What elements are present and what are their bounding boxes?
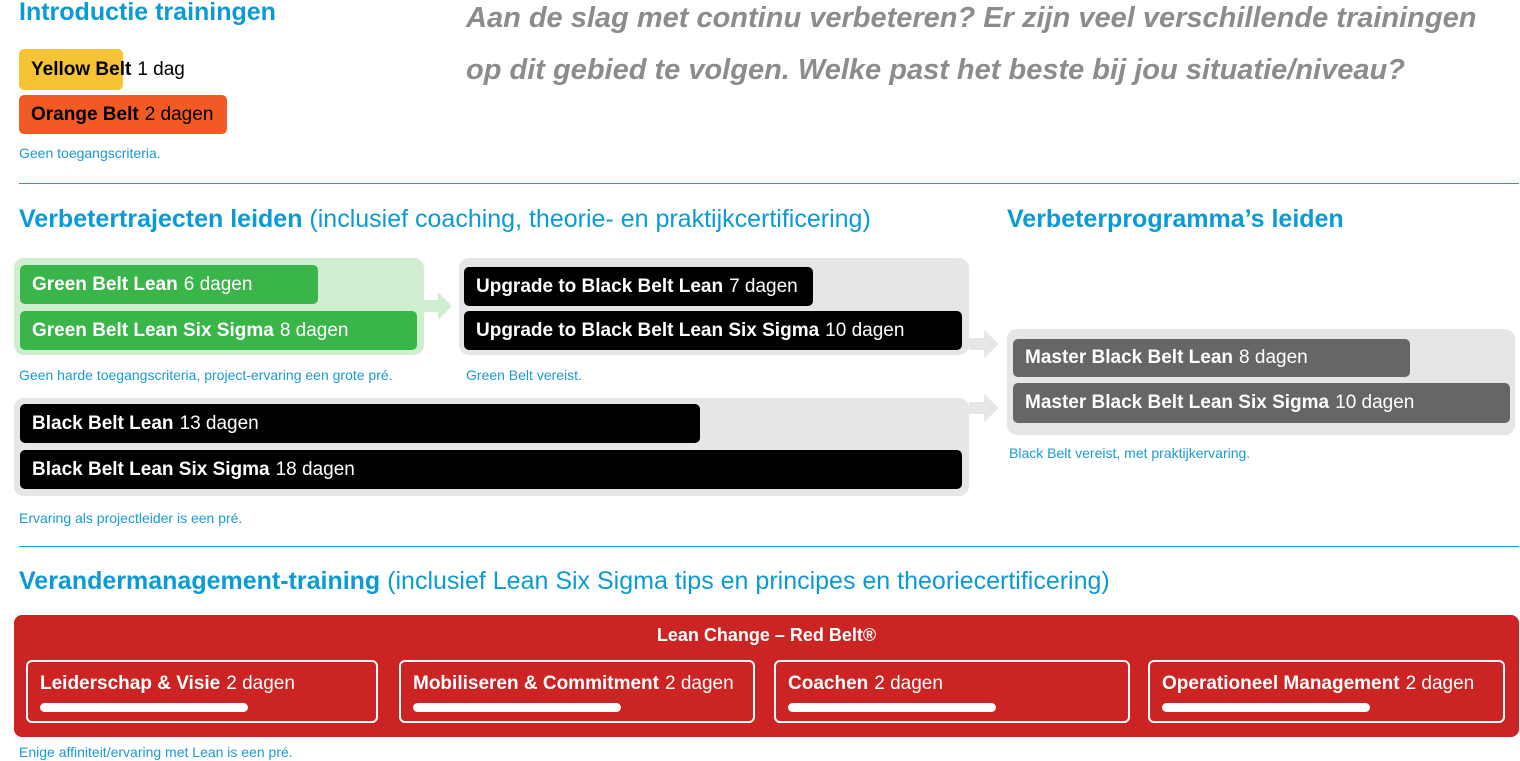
- black-belt-note: Ervaring als projectleider is een pré.: [19, 510, 243, 526]
- upgrade-lean-name: Upgrade to Black Belt Lean: [476, 275, 724, 297]
- module-duration: 2 dagen: [226, 673, 295, 694]
- improve-heading-title: Verbetertrajecten leiden: [19, 205, 303, 233]
- change-heading-title: Verandermanagement-training: [19, 567, 381, 595]
- module-name: Mobiliseren & Commitment: [413, 673, 659, 694]
- tagline: Aan de slag met continu verbeteren? Er z…: [466, 0, 1476, 96]
- yellow-belt-duration: 1 dag: [137, 59, 185, 80]
- red-belt-panel: Lean Change – Red Belt® Leiderschap & Vi…: [14, 615, 1519, 737]
- yellow-belt-bar: [19, 49, 123, 90]
- master-lss-duration: 10 dagen: [1335, 392, 1415, 413]
- tagline-line-1: Aan de slag met continu verbeteren? Er z…: [466, 2, 1477, 34]
- green-belt-lss-duration: 8 dagen: [279, 319, 349, 341]
- orange-belt-duration: 2 dagen: [144, 103, 214, 125]
- black-belt-lean-duration: 13 dagen: [179, 412, 259, 434]
- master-lean-name: Master Black Belt Lean: [1025, 347, 1234, 368]
- upgrade-note: Green Belt vereist.: [466, 367, 582, 383]
- improve-heading: Verbetertrajecten leiden (inclusief coac…: [19, 205, 871, 234]
- module-name: Leiderschap & Visie: [40, 673, 221, 694]
- arrow-right-icon: [969, 394, 999, 422]
- module-underline: [413, 703, 621, 712]
- master-note: Black Belt vereist, met praktijkervaring…: [1009, 445, 1251, 461]
- arrow-right-icon: [424, 292, 452, 320]
- orange-belt-name: Orange Belt: [31, 103, 139, 125]
- programs-heading: Verbeterprogramma’s leiden: [1007, 205, 1344, 233]
- red-belt-title: Lean Change – Red Belt®: [656, 625, 877, 645]
- module-name: Coachen: [788, 673, 869, 694]
- module-duration: 2 dagen: [874, 673, 943, 694]
- divider-1: [19, 183, 1519, 184]
- module-name: Operationeel Management: [1162, 673, 1400, 694]
- arrow-right-icon: [969, 330, 999, 358]
- tagline-line-2: op dit gebied te volgen. Welke past het …: [466, 54, 1405, 86]
- black-belt-lss-name: Black Belt Lean Six Sigma: [32, 458, 270, 480]
- master-lean-duration: 8 dagen: [1239, 347, 1308, 368]
- green-belt-lss-name: Green Belt Lean Six Sigma: [32, 319, 274, 341]
- upgrade-lss-duration: 10 dagen: [825, 319, 905, 341]
- change-heading-sub: (inclusief Lean Six Sigma tips en princi…: [387, 567, 1110, 595]
- green-belt-note: Geen harde toegangscriteria, project-erv…: [19, 367, 393, 383]
- intro-note: Geen toegangscriteria.: [19, 145, 161, 161]
- master-lss-name: Master Black Belt Lean Six Sigma: [1025, 392, 1330, 413]
- module-underline: [40, 703, 248, 712]
- upgrade-lean-duration: 7 dagen: [729, 275, 798, 297]
- divider-2: [19, 546, 1519, 547]
- yellow-belt-name: Yellow Belt: [31, 59, 132, 80]
- green-belt-lean-duration: 6 dagen: [183, 273, 253, 295]
- module-underline: [1162, 703, 1370, 712]
- black-belt-lean-name: Black Belt Lean: [32, 412, 174, 434]
- intro-heading: Introductie trainingen: [19, 0, 276, 26]
- improve-heading-sub: (inclusief coaching, theorie- en praktij…: [309, 205, 871, 233]
- upgrade-lss-name: Upgrade to Black Belt Lean Six Sigma: [476, 319, 820, 341]
- black-belt-lss-duration: 18 dagen: [275, 458, 355, 480]
- module-duration: 2 dagen: [1405, 673, 1475, 694]
- module-underline: [788, 703, 996, 712]
- change-heading: Verandermanagement-training (inclusief L…: [19, 567, 1110, 596]
- change-note: Enige affiniteit/ervaring met Lean is ee…: [19, 744, 293, 760]
- module-duration: 2 dagen: [664, 673, 734, 694]
- green-belt-lean-name: Green Belt Lean: [32, 273, 178, 295]
